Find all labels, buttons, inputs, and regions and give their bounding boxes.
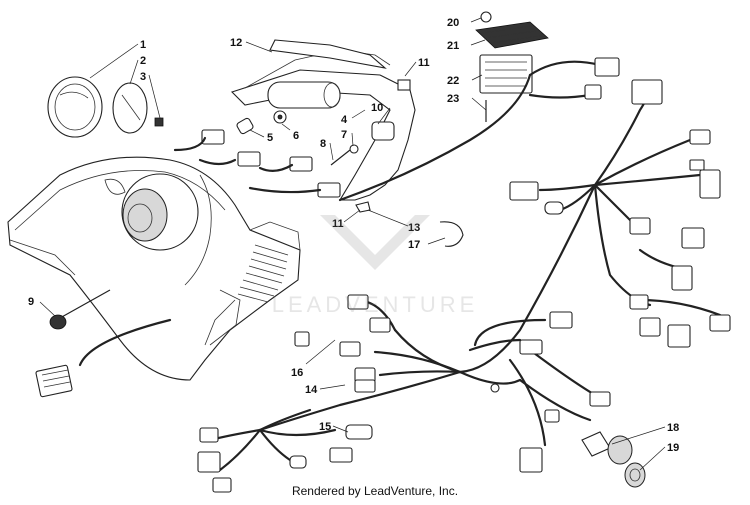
- callout-19: 19: [667, 442, 679, 454]
- callout-22: 22: [447, 75, 459, 87]
- left-connectors: [173, 129, 341, 198]
- callout-2: 2: [140, 55, 146, 67]
- callout-7: 7: [341, 129, 347, 141]
- callout-13: 13: [408, 222, 420, 234]
- callout-17: 17: [408, 239, 420, 251]
- cooling-fins: [237, 244, 289, 303]
- callout-6: 6: [293, 130, 299, 142]
- hood-assembly: [7, 156, 301, 381]
- callout-9: 9: [28, 296, 34, 308]
- callout-12: 12: [230, 37, 242, 49]
- callout-15: 15: [319, 421, 331, 433]
- callout-4: 4: [341, 114, 348, 126]
- callout-labels: 1 2 3 4 5 6 7 8 9 10 11 11 12 13 14 15 1…: [28, 17, 679, 454]
- leader-lines: [39, 17, 666, 471]
- voltage-regulator: [475, 11, 549, 122]
- callout-1: 1: [140, 39, 146, 51]
- callout-21: 21: [447, 40, 459, 52]
- callout-5: 5: [267, 132, 273, 144]
- callout-11a: 11: [418, 57, 430, 69]
- callout-14: 14: [305, 384, 318, 396]
- dash-panel: [230, 39, 416, 201]
- callout-8: 8: [320, 138, 326, 150]
- bolt-part: [49, 289, 111, 330]
- callout-23: 23: [447, 93, 459, 105]
- callout-10: 10: [371, 102, 383, 114]
- callout-18: 18: [667, 422, 679, 434]
- callout-11b: 11: [332, 218, 344, 230]
- sensor-part: [581, 431, 646, 488]
- callout-16: 16: [291, 367, 303, 379]
- callout-20: 20: [447, 17, 459, 29]
- small-hardware: [236, 79, 464, 247]
- render-credit: Rendered by LeadVenture, Inc.: [291, 484, 459, 498]
- headlight-assembly: [47, 76, 164, 138]
- harness-connectors: [35, 57, 731, 493]
- callout-3: 3: [140, 71, 146, 83]
